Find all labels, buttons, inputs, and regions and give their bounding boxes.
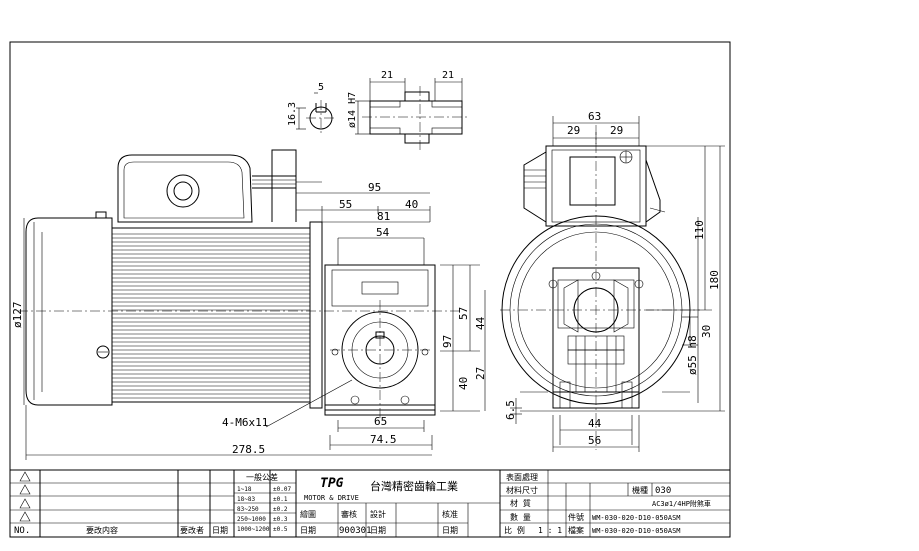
part-label: 件號 (568, 512, 584, 522)
model-value: 030 (655, 486, 671, 496)
tolerance-value: ±0.07 (273, 486, 291, 493)
revision-triangle-icon (19, 484, 31, 495)
tolerance-value: ±0.3 (273, 516, 288, 523)
dim-27: 27 (474, 367, 487, 380)
revision-triangle-icon (19, 471, 31, 482)
scale-label: 比 例 (504, 525, 525, 535)
dim-shaft-dia: ø14 H7 (347, 92, 358, 128)
qty-label: 數 量 (510, 512, 531, 522)
dim-bolt: 4-M6x11 (222, 416, 268, 429)
dim-180: 180 (708, 270, 721, 290)
date-label-2: 日期 (370, 526, 386, 535)
dim-54: 54 (376, 226, 390, 239)
dim-65: 65 (374, 415, 387, 428)
front-view-dimensions: 95 55 40 81 54 ø127 57 44 97 27 40 65 74… (11, 181, 487, 460)
dim-110: 110 (693, 220, 706, 240)
dim-63: 63 (588, 110, 601, 123)
dim-key-width: 5 (318, 82, 324, 93)
brand-logo: TPG (320, 476, 344, 491)
end-view (500, 125, 700, 450)
title-block: NO. 要改内容 要改者 日期 一般公差 1~18 ±0.07 18~83 ±0.1 8… (9, 469, 731, 538)
dim-44-bottom: 44 (588, 417, 602, 430)
date-label-1: 日期 (300, 526, 316, 535)
material-label: 材料尺寸 (506, 485, 538, 495)
dim-6-5: 6.5 (504, 400, 517, 420)
drawing-date: 900301 (339, 526, 372, 536)
tolerance-value: ±0.5 (273, 526, 288, 533)
dim-55-h8: ø55 h8 (686, 335, 699, 375)
dim-30: 30 (700, 325, 713, 338)
dim-127: ø127 (11, 302, 24, 329)
dim-278-5: 278.5 (232, 443, 265, 456)
dim-81: 81 (377, 210, 390, 223)
draw-label: 繪圖 (300, 509, 316, 519)
rev-no-label: NO. (14, 526, 30, 536)
check-label: 審核 (341, 509, 357, 519)
dim-key-height: 16.3 (287, 102, 298, 126)
dim-29-right: 29 (610, 124, 623, 137)
rev-by-label: 要改者 (180, 525, 204, 535)
tolerance-range: 18~83 (237, 496, 255, 503)
file-label: 檔案 (568, 525, 584, 535)
rev-content-label: 要改内容 (86, 525, 118, 535)
sign-label: 核准 (442, 509, 458, 519)
tolerance-range: 83~250 (237, 506, 259, 513)
tolerance-range: 1000~1200 (237, 526, 270, 533)
dim-97: 97 (441, 335, 454, 348)
company-name: 台灣精密齒輪工業 (370, 479, 458, 493)
tolerance-value: ±0.1 (273, 496, 288, 503)
dim-55: 55 (339, 198, 352, 211)
dim-56: 56 (588, 434, 601, 447)
dim-95: 95 (368, 181, 381, 194)
shaft-detail: 21 21 ø14 H7 (347, 70, 470, 150)
revision-triangle-icon (19, 498, 31, 509)
date-label-3: 日期 (442, 526, 458, 535)
tolerance-range: 1~18 (237, 486, 252, 493)
part-value: WM-030-020-D10-050ASM (592, 514, 681, 522)
dim-shaft-left: 21 (381, 70, 393, 81)
dim-40-top: 40 (405, 198, 418, 211)
scale-value: 1 : 1 (538, 526, 562, 535)
rev-date-label: 日期 (212, 526, 228, 535)
file-value: WM-030-020-D10-050ASM (592, 527, 681, 535)
spec-value: AC3ø1/4HP附煞車 (652, 499, 711, 508)
revision-triangle-icon (19, 511, 31, 522)
design-label: 設計 (370, 509, 386, 519)
dim-57: 57 (457, 307, 470, 320)
tolerance-value: ±0.2 (273, 506, 288, 513)
end-view-dimensions: 63 29 29 110 180 30 ø55 h8 6.5 44 56 (504, 110, 725, 452)
dim-shaft-right: 21 (442, 70, 454, 81)
front-view (18, 149, 460, 420)
dim-74-5: 74.5 (370, 433, 397, 446)
brand-tagline: MOTOR & DRIVE (304, 494, 359, 502)
dim-29-left: 29 (567, 124, 580, 137)
dim-40-side: 40 (457, 377, 470, 390)
surface-label: 表面處理 (506, 472, 538, 482)
tolerance-title: 一般公差 (246, 472, 278, 482)
material-sub-label: 材 質 (510, 498, 531, 508)
key-detail: 5 16.3 (287, 82, 336, 134)
model-label: 機種 (632, 485, 648, 495)
dim-44-side: 44 (474, 316, 487, 330)
tolerance-range: 250~1000 (237, 516, 266, 523)
